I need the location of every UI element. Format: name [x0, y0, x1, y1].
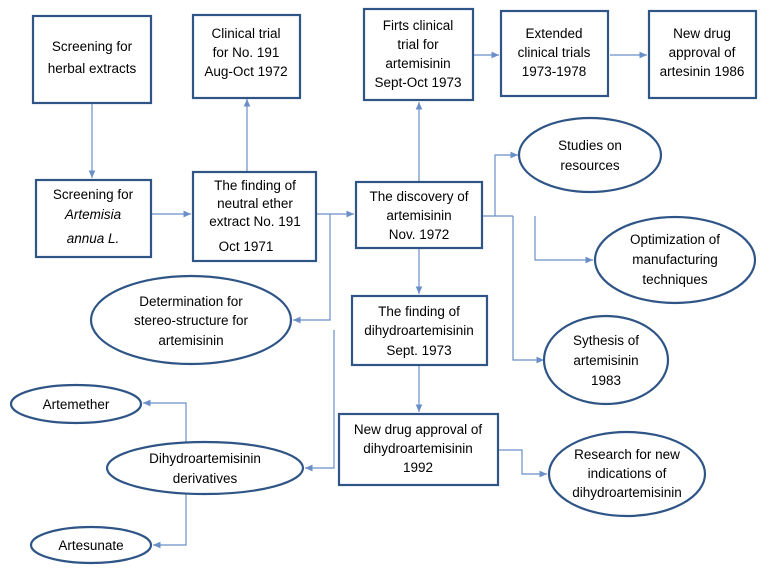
- edge-finding191-to-stereo: [293, 214, 331, 324]
- node-discovery-artemisinin: The discovery of artemisinin Nov. 1972: [354, 180, 484, 250]
- edge-derivatives-to-artemether: [143, 399, 187, 443]
- node-artesunate: Artesunate: [29, 525, 153, 565]
- node-studies-on-resources: Studies on resources: [517, 116, 663, 194]
- node-text: approval of: [669, 45, 736, 60]
- node-artemether: Artemether: [9, 383, 143, 425]
- node-text: 1992: [403, 460, 433, 475]
- node-approval-artesinin: New drug approval of artesinin 1986: [647, 9, 758, 100]
- node-optimization: Optimization of manufacturing techniques: [593, 215, 757, 305]
- node-text: Sept-Oct 1973: [374, 75, 461, 90]
- node-text: herbal extracts: [48, 61, 137, 76]
- edge-discovery-to-synthesis: [512, 216, 544, 364]
- node-text: Clinical trial: [211, 26, 280, 41]
- node-text: Sept. 1973: [386, 343, 451, 358]
- node-text: Nov. 1972: [389, 227, 450, 242]
- node-text: techniques: [642, 272, 708, 287]
- node-finding-dihydroartemisinin: The finding of dihydroartemisinin Sept. …: [350, 294, 489, 367]
- node-text: Oct 1971: [219, 239, 274, 254]
- node-text: Artesunate: [58, 538, 123, 553]
- node-text: extract No. 191: [209, 214, 301, 229]
- node-text: New drug approval of: [354, 422, 483, 437]
- node-text: annua L.: [67, 231, 120, 246]
- node-text: trial for: [397, 37, 439, 52]
- node-text: Screening for: [52, 39, 133, 54]
- edge-dha-to-derivatives: [305, 330, 335, 472]
- connectors: [88, 51, 647, 549]
- node-stereo-structure: Determination for stereo-structure for a…: [89, 274, 293, 366]
- node-approval-dihydroartemisinin: New drug approval of dihydroartemisinin …: [337, 412, 500, 487]
- node-text: derivatives: [173, 471, 238, 486]
- edge-approval-to-research: [499, 449, 547, 478]
- edge-derivatives-to-artesunate: [153, 493, 187, 549]
- node-text: Studies on: [558, 138, 622, 153]
- node-dha-derivatives: Dihydroartemisinin derivatives: [105, 440, 305, 496]
- node-text: The finding of: [378, 304, 460, 319]
- node-text: dihydroartemisinin: [572, 485, 682, 500]
- edge-discovery-to-studies: [494, 151, 518, 216]
- node-finding-extract-191: The finding of neutral ether extract No.…: [191, 170, 318, 263]
- node-text: dihydroartemisinin: [363, 441, 473, 456]
- node-text: artemisinin: [386, 208, 451, 223]
- node-text: Screening for: [53, 187, 134, 202]
- node-text: resources: [560, 158, 620, 173]
- node-text: indications of: [588, 466, 667, 481]
- node-first-clinical-trial: Firts clinical trial for artemisinin Sep…: [362, 7, 475, 102]
- node-text: manufacturing: [632, 252, 718, 267]
- node-text: Extended: [525, 26, 582, 41]
- node-text: dihydroartemisinin: [364, 323, 474, 338]
- node-text: artemisinin: [158, 333, 223, 348]
- node-text: Firts clinical: [383, 18, 454, 33]
- node-text: The finding of: [214, 178, 296, 193]
- node-text: Determination for: [139, 294, 243, 309]
- node-text: Sythesis of: [573, 333, 639, 348]
- node-screening-artemisia: Screening for Artemisia annua L.: [34, 178, 153, 259]
- node-text: for No. 191: [213, 45, 280, 60]
- node-text: Dihydroartemisinin: [149, 451, 261, 466]
- node-text: New drug: [673, 26, 731, 41]
- node-screening-herbal: Screening for herbal extracts: [31, 14, 153, 105]
- node-text: artemisinin: [385, 56, 450, 71]
- node-text: Aug-Oct 1972: [204, 64, 287, 79]
- node-text: 1983: [591, 373, 621, 388]
- node-text: The discovery of: [369, 189, 468, 204]
- node-text: Research for new: [574, 447, 680, 462]
- node-text: artemisinin: [573, 353, 638, 368]
- node-extended-clinical-trials: Extended clinical trials 1973-1978: [499, 9, 610, 98]
- node-text: stereo-structure for: [134, 313, 249, 328]
- node-text: Artemether: [43, 397, 110, 412]
- node-text: Optimization of: [630, 232, 720, 247]
- node-research-indications: Research for new indications of dihydroa…: [547, 430, 707, 518]
- edge-discovery-to-optimization: [534, 216, 593, 264]
- node-synthesis: Sythesis of artemisinin 1983: [542, 314, 670, 406]
- node-text: 1973-1978: [522, 64, 587, 79]
- node-clinical-trial-191: Clinical trial for No. 191 Aug-Oct 1972: [191, 13, 302, 100]
- node-text: Artemisia: [64, 207, 122, 222]
- node-text: neutral ether: [217, 196, 293, 211]
- node-text: clinical trials: [518, 45, 591, 60]
- node-text: artesinin 1986: [660, 64, 745, 79]
